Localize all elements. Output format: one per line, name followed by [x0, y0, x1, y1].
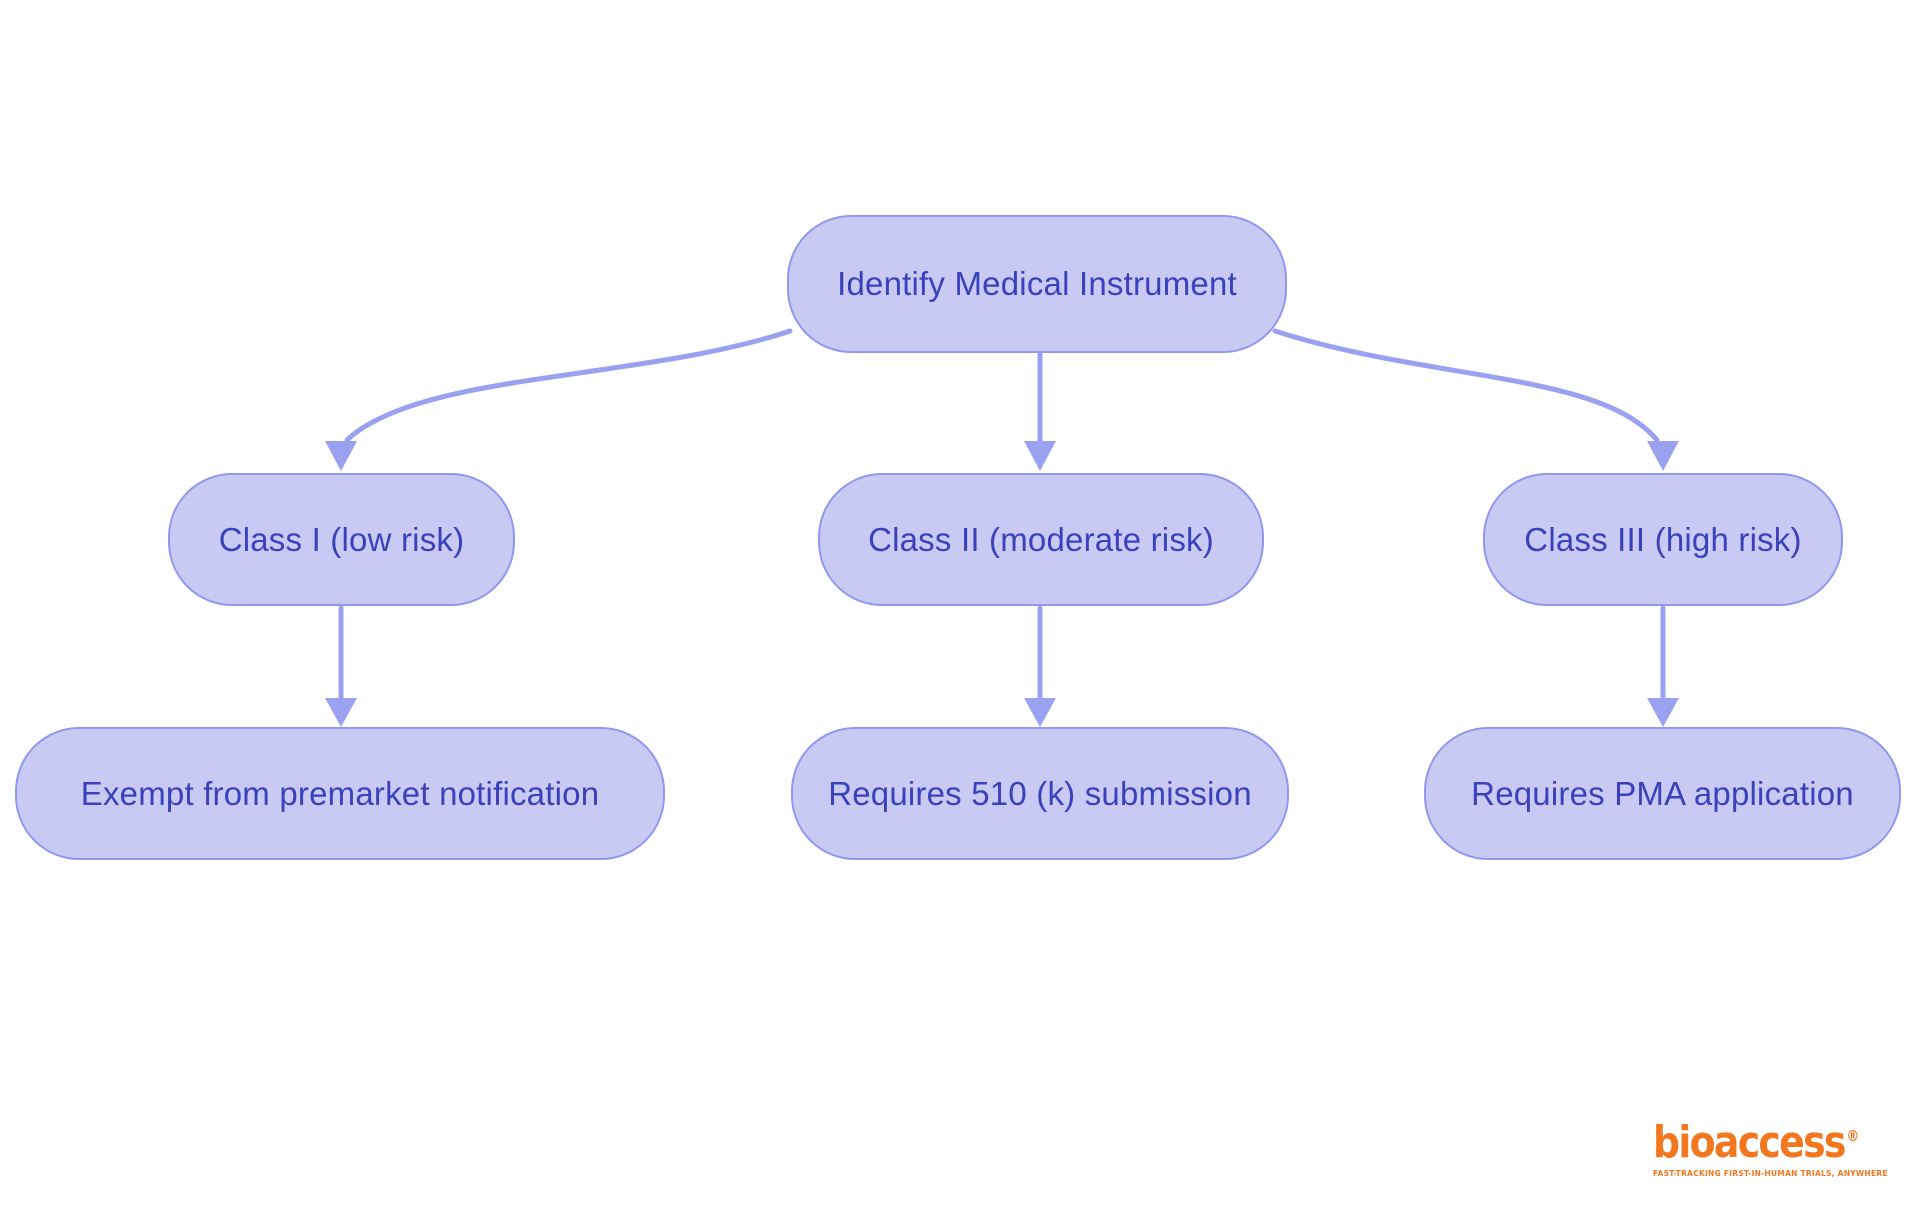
- node-label: Class II (moderate risk): [868, 520, 1214, 558]
- node-class-ii-moderate-risk: Class II (moderate risk): [818, 473, 1264, 606]
- node-class-i-low-risk: Class I (low risk): [168, 473, 515, 606]
- edge-root-class3-line: [1272, 328, 1660, 443]
- bioaccess-logo: bioaccess® FAST-TRACKING FIRST-IN-HUMAN …: [1653, 1121, 1888, 1179]
- logo-tagline: FAST-TRACKING FIRST-IN-HUMAN TRIALS, ANY…: [1653, 1169, 1888, 1178]
- node-requires-510k-submission: Requires 510 (k) submission: [791, 727, 1289, 860]
- edge-class1-exempt-arrowhead: [325, 698, 357, 727]
- edge-root-class1-line: [344, 328, 793, 443]
- node-label: Requires 510 (k) submission: [828, 774, 1252, 812]
- edge-root-class2-arrowhead: [1024, 441, 1056, 471]
- node-class-iii-high-risk: Class III (high risk): [1483, 473, 1843, 606]
- registered-trademark-symbol: ®: [1846, 1127, 1860, 1146]
- node-label: Exempt from premarket notification: [80, 774, 600, 812]
- node-identify-medical-instrument: Identify Medical Instrument: [787, 215, 1287, 353]
- edge-class2-sub510k-arrowhead: [1024, 698, 1056, 727]
- node-label: Identify Medical Instrument: [837, 265, 1237, 302]
- node-label: Class III (high risk): [1524, 520, 1802, 558]
- node-requires-pma-application: Requires PMA application: [1424, 727, 1901, 860]
- edge-class3-pma-arrowhead: [1647, 698, 1679, 727]
- edge-root-class3-arrowhead: [1647, 441, 1679, 471]
- brand-text: bioaccess: [1653, 1117, 1846, 1168]
- node-exempt-premarket-notification: Exempt from premarket notification: [15, 727, 665, 860]
- edge-root-class1-arrowhead: [325, 441, 357, 471]
- node-label: Class I (low risk): [218, 520, 465, 558]
- node-label: Requires PMA application: [1471, 774, 1854, 812]
- bioaccess-wordmark: bioaccess®: [1653, 1121, 1859, 1165]
